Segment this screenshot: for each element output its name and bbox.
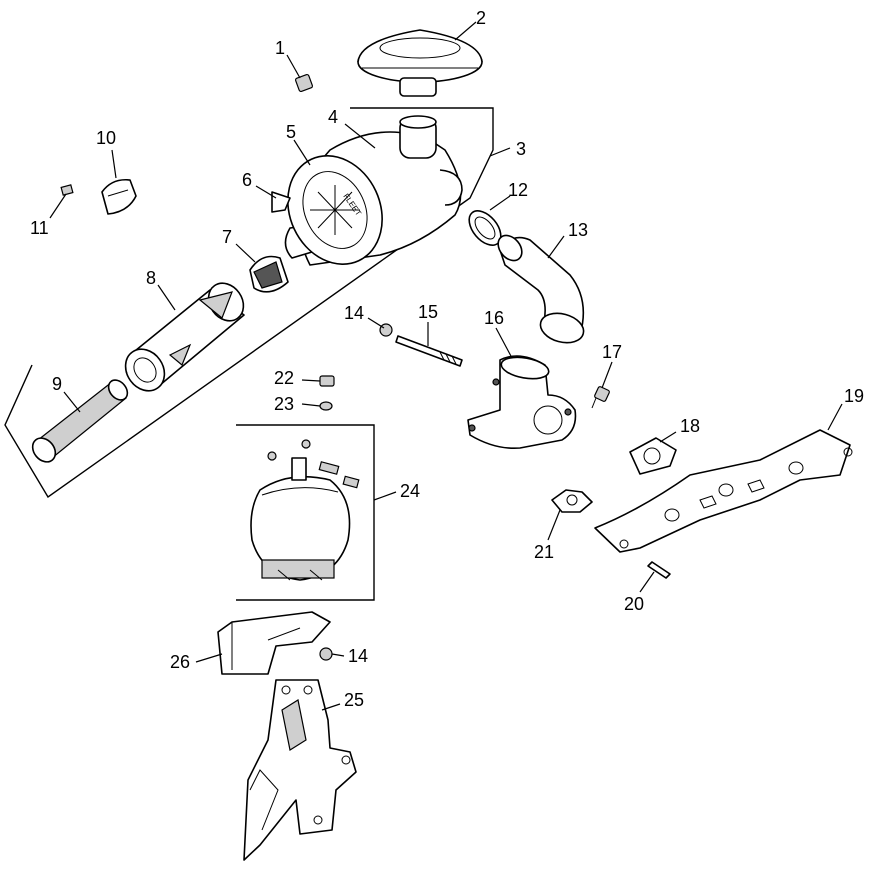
- callout-13: 13: [568, 220, 588, 240]
- callout-7: 7: [222, 227, 232, 247]
- callout-26: 26: [170, 652, 190, 672]
- part-16-intake-elbow[interactable]: [467, 354, 577, 450]
- part-11-screw[interactable]: [60, 184, 74, 196]
- part-6-clip[interactable]: [271, 191, 291, 213]
- part-15-stud[interactable]: [395, 335, 463, 367]
- part-24-hardware: [267, 439, 360, 489]
- callout-15: 15: [418, 302, 438, 322]
- callout-8: 8: [146, 268, 156, 288]
- part-24-mounting-band[interactable]: [236, 424, 375, 601]
- callout-14-upper: 14: [344, 303, 364, 323]
- callout-18: 18: [680, 416, 700, 436]
- callout-14-lower: 14: [348, 646, 368, 666]
- part-5-end-cap[interactable]: FLEET: [271, 140, 400, 280]
- leader-lines: [49, 21, 843, 711]
- callout-11: 11: [30, 218, 49, 238]
- part-19-intake-manifold[interactable]: [594, 429, 853, 553]
- callout-22: 22: [274, 368, 294, 388]
- part-26-bracket[interactable]: [217, 611, 331, 675]
- part-13-elbow-hose[interactable]: [493, 231, 587, 347]
- part-17-fitting[interactable]: [591, 386, 610, 409]
- callout-9: 9: [52, 374, 62, 394]
- callout-1: 1: [275, 38, 285, 58]
- part-23-washer[interactable]: [319, 401, 333, 411]
- callout-5: 5: [286, 122, 296, 142]
- part-1-fitting[interactable]: [294, 73, 314, 93]
- part-10-indicator[interactable]: [101, 178, 137, 215]
- callout-4: 4: [328, 107, 338, 127]
- callout-25: 25: [344, 690, 364, 710]
- callout-21: 21: [534, 542, 554, 562]
- callout-3: 3: [516, 139, 526, 159]
- part-9-secondary-filter[interactable]: [28, 376, 131, 466]
- part-8-primary-filter[interactable]: [118, 276, 251, 398]
- callout-23: 23: [274, 394, 294, 414]
- part-18-gasket[interactable]: [629, 437, 677, 475]
- part-7-valve[interactable]: [249, 255, 289, 293]
- callout-12: 12: [508, 180, 528, 200]
- callout-labels: 1 2 3 4 5 6 7 10 11 8 9 12 13 14 15 16 1…: [30, 8, 864, 710]
- callout-10: 10: [96, 128, 116, 148]
- part-20-bolt[interactable]: [647, 561, 671, 579]
- part-25-support-bracket[interactable]: [243, 679, 357, 861]
- part-14-nut-lower[interactable]: [319, 647, 333, 661]
- callout-17: 17: [602, 342, 622, 362]
- callout-19: 19: [844, 386, 864, 406]
- part-21-gasket[interactable]: [551, 489, 593, 513]
- air-cleaner-assembly-outline: [4, 107, 494, 499]
- callout-20: 20: [624, 594, 644, 614]
- callout-24: 24: [400, 481, 420, 501]
- part-14-nut-upper[interactable]: [379, 323, 393, 337]
- callout-2: 2: [476, 8, 486, 28]
- part-12-clamp[interactable]: [463, 205, 507, 251]
- part-22-bolt[interactable]: [319, 375, 335, 387]
- callout-6: 6: [242, 170, 252, 190]
- callout-16: 16: [484, 308, 504, 328]
- part-2-cover[interactable]: [357, 29, 483, 97]
